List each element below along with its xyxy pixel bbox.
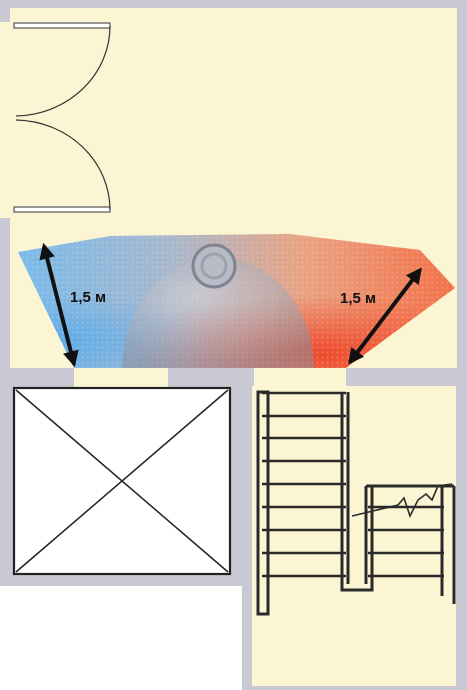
right-dimension-label: 1,5 м — [340, 290, 376, 307]
round-ceiling-detector-icon — [191, 243, 237, 289]
left-dimension-label: 1,5 м — [70, 289, 106, 306]
double-swing-door-icon — [13, 22, 111, 213]
doorway-notch — [0, 22, 12, 218]
right-dimension-arrow — [348, 267, 422, 365]
left-dimension-arrow — [39, 242, 79, 368]
stair-break-line-icon — [351, 483, 453, 519]
elevator-threshold — [74, 368, 168, 388]
stair-middle-rail — [340, 392, 374, 592]
stairwell-divider-wall — [242, 376, 252, 690]
stair-threshold — [254, 368, 346, 388]
stairwell-floor — [250, 386, 456, 686]
staircase — [256, 390, 456, 616]
upper-flight-steps — [262, 391, 346, 578]
lower-left-area — [0, 586, 242, 690]
lower-flight-steps — [368, 505, 444, 578]
detector-dome — [122, 258, 314, 368]
elevator-shaft-cross-icon — [12, 386, 232, 576]
ceiling-detector — [122, 243, 314, 368]
